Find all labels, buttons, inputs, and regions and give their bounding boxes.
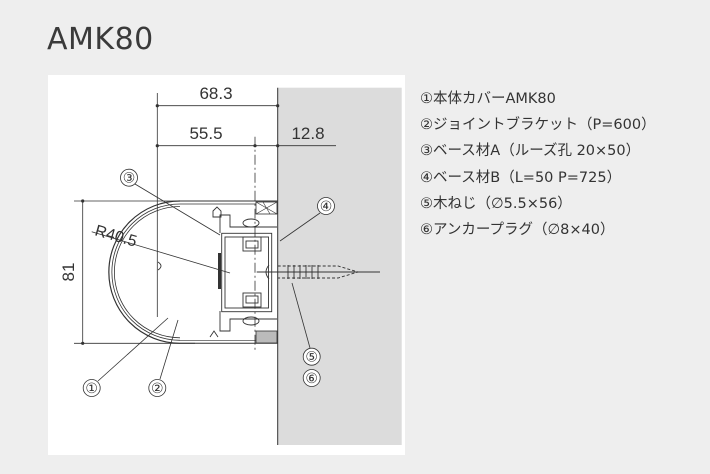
parts-legend: ①本体カバーAMK80 ②ジョイントブラケット（P=600） ③ベース材A（ルー… [420, 86, 656, 243]
legend-item: ⑤木ねじ（∅5.5×56） [420, 195, 572, 212]
svg-text:⑤: ⑤ [305, 349, 318, 365]
joint-bracket-plate [218, 253, 221, 289]
dimension-dots [81, 104, 280, 345]
svg-text:②: ② [151, 380, 164, 396]
page-title: AMK80 [47, 22, 154, 57]
legend-item: ①本体カバーAMK80 [420, 91, 556, 107]
svg-text:③: ③ [123, 170, 136, 186]
callout-5: ⑤ [302, 347, 321, 366]
dim-height: 81 [59, 263, 78, 282]
section-drawing-panel: 68.3 55.5 12.8 81 R40.5 [48, 75, 405, 455]
svg-text:⑥: ⑥ [305, 370, 318, 386]
section-drawing: 68.3 55.5 12.8 81 R40.5 [59, 84, 402, 445]
callout-6: ⑥ [302, 369, 321, 387]
callout-markers: ③ ④ ⑤ ⑥ ① ② [82, 168, 335, 397]
dim-radius: R40.5 [93, 223, 139, 251]
legend-item: ②ジョイントブラケット（P=600） [420, 117, 656, 134]
legend-item: ③ベース材A（ルーズ孔 20×50） [420, 143, 641, 160]
base-a-bracket [157, 206, 277, 338]
dim-base-depth: 12.8 [291, 124, 324, 143]
callout-leaders [97, 183, 321, 382]
base-b-bottom [255, 330, 278, 344]
svg-text:④: ④ [320, 198, 333, 214]
cover-profile [108, 200, 278, 344]
radius-leader [91, 231, 231, 274]
svg-text:①: ① [85, 380, 98, 396]
callout-2: ② [148, 379, 167, 397]
screw-anchor [256, 264, 380, 280]
legend-item: ④ベース材B（L=50 P=725） [420, 169, 622, 186]
callout-1: ① [82, 379, 101, 397]
legend-item: ⑥アンカープラグ（∅8×40） [420, 222, 615, 239]
callout-3: ③ [120, 168, 138, 187]
dim-cover-depth: 55.5 [189, 124, 222, 143]
base-b-top-hatch [255, 201, 278, 215]
dim-overall-depth: 68.3 [199, 84, 232, 103]
callout-4: ④ [317, 197, 335, 215]
